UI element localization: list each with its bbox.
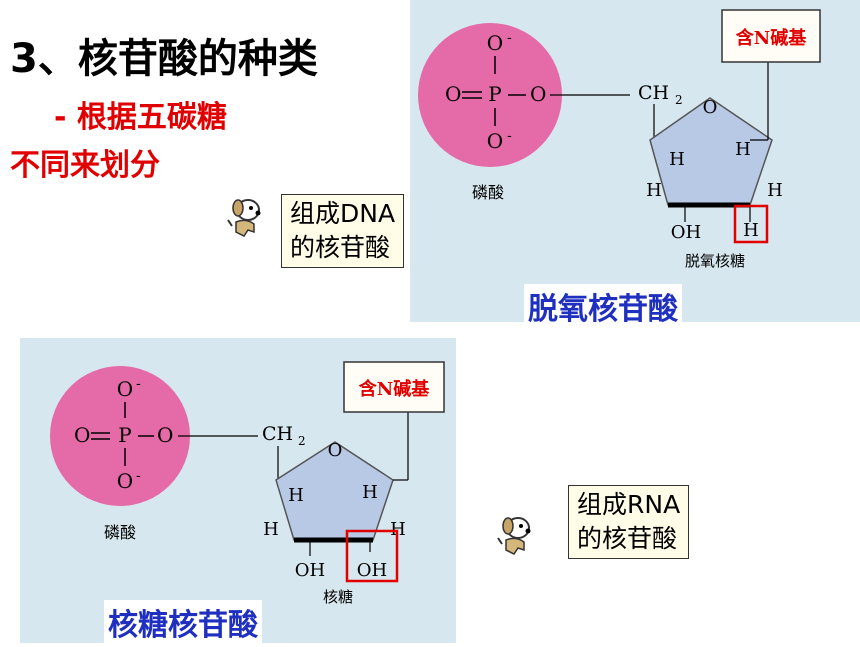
rna-note: 组成RNA 的核苷酸 <box>568 485 690 559</box>
svg-text:H: H <box>669 149 685 170</box>
svg-text:O: O <box>328 440 343 461</box>
rna-note-line-2: 的核苷酸 <box>577 524 678 553</box>
highlight-box <box>733 204 769 244</box>
base-box <box>343 361 445 413</box>
phosphate-o-minus-2: - <box>507 128 512 144</box>
ch2-label: CH <box>638 82 669 104</box>
sugar-caption: 脱氧核糖 <box>685 252 745 270</box>
svg-text:H: H <box>767 180 783 201</box>
phosphate-o-left: O <box>445 82 461 106</box>
phosphate-o-right: O <box>530 82 546 106</box>
svg-text:-: - <box>136 468 141 484</box>
dna-note-line-2: 的核苷酸 <box>290 233 391 262</box>
phosphate-p: P <box>488 82 501 106</box>
phosphate-o-top: O <box>487 31 503 55</box>
svg-text:O: O <box>157 423 173 447</box>
oh-label: OH <box>295 560 325 581</box>
deoxyribonucleotide-diagram: O - O P O O - 磷酸 CH 2 O H H H H OH H 脱氧核… <box>418 9 821 270</box>
phosphate-o-bottom: O <box>487 129 503 153</box>
dog-icon <box>494 514 536 562</box>
svg-text:H: H <box>288 485 304 506</box>
deoxyribonucleotide-figure: O - O P O O - 磷酸 CH 2 O H H H H OH H 脱氧核… <box>410 0 860 322</box>
svg-text:H: H <box>390 519 406 540</box>
phosphate-o-minus: - <box>507 30 512 46</box>
base-box <box>721 9 821 63</box>
phosphate-caption: 磷酸 <box>472 183 504 202</box>
phosphate-circle <box>50 366 190 506</box>
ribonucleotide-diagram: O - O P O O - 磷酸 CH 2 O H H H H OH OH 核糖… <box>50 361 445 606</box>
boxed-oh: OH <box>357 560 387 581</box>
svg-text:2: 2 <box>298 434 306 448</box>
phosphate-caption: 磷酸 <box>104 523 136 542</box>
subtitle-line-2: 不同来划分 <box>10 148 160 183</box>
svg-text:2: 2 <box>675 93 683 107</box>
svg-text:P: P <box>118 423 131 447</box>
ring-oxygen: O <box>703 97 718 118</box>
highlight-box <box>345 529 399 583</box>
base-label: 含N碱基 <box>736 27 807 49</box>
deoxyribonucleotide-name: 脱氧核苷酸 <box>524 284 682 328</box>
svg-text:CH: CH <box>262 423 293 445</box>
svg-text:H: H <box>646 180 662 201</box>
base-label: 含N碱基 <box>359 378 430 400</box>
ribonucleotide-name: 核糖核苷酸 <box>104 600 262 644</box>
svg-text:-: - <box>136 376 141 392</box>
dna-note-line-1: 组成DNA <box>290 199 396 228</box>
svg-text:H: H <box>362 482 378 503</box>
svg-text:O: O <box>117 377 133 401</box>
svg-text:H: H <box>735 139 751 160</box>
rna-note-line-1: 组成RNA <box>577 490 681 519</box>
svg-text:H: H <box>263 519 279 540</box>
svg-text:O: O <box>117 469 133 493</box>
boxed-h: H <box>743 220 759 241</box>
sugar-caption: 核糖 <box>323 588 353 606</box>
dog-icon <box>224 196 266 244</box>
phosphate-circle <box>418 23 562 167</box>
svg-text:O: O <box>74 423 90 447</box>
subtitle-line-1: - 根据五碳糖 <box>54 100 227 135</box>
dna-note: 组成DNA 的核苷酸 <box>281 194 405 268</box>
ribonucleotide-figure: O - O P O O - 磷酸 CH 2 O H H H H OH OH 核糖… <box>20 338 456 643</box>
page-title: 3、核苷酸的种类 <box>10 36 318 82</box>
oh-label: OH <box>671 222 701 243</box>
